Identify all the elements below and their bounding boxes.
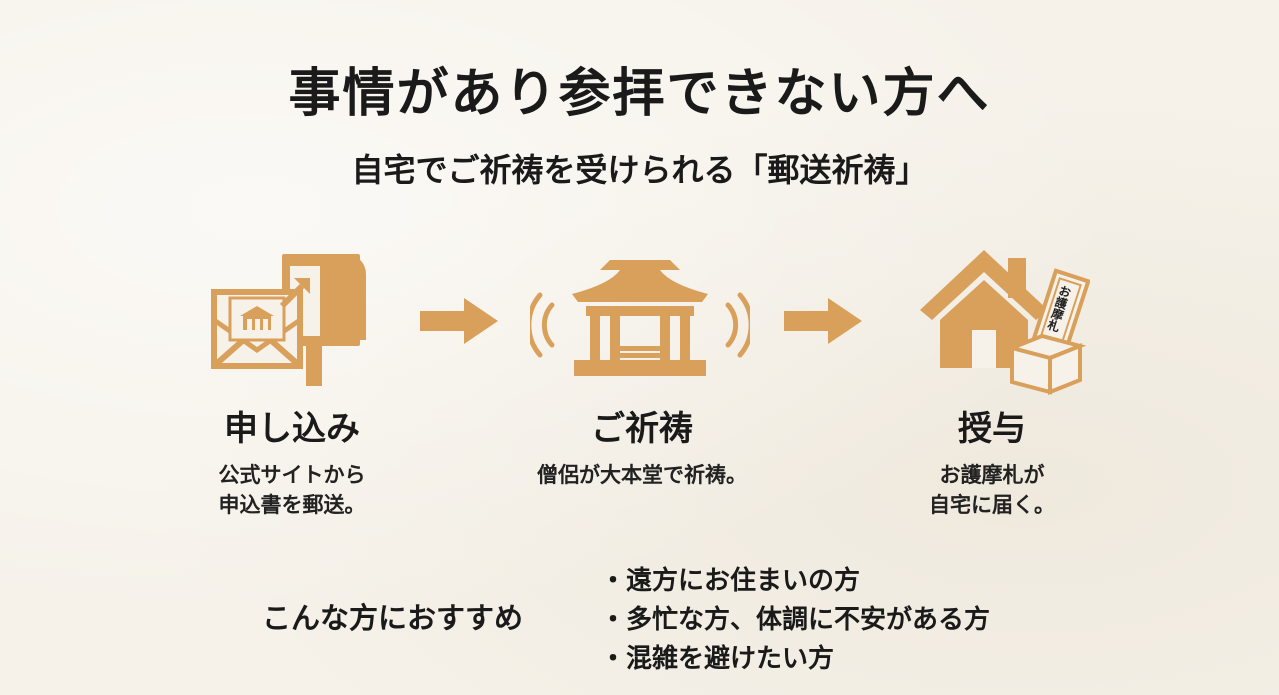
step-title-delivery: 授与 [958,409,1026,449]
step-desc-line: 自宅に届く。 [929,493,1055,517]
arrow-right-icon [784,298,862,344]
house-amulet-icon: お護摩札 [910,240,1090,395]
step-desc-line: お護摩札が [939,463,1045,487]
recommend-label: こんな方におすすめ [262,601,524,635]
recommend-list: ・遠方にお住まいの方 ・多忙な方、体調に不安がある方 ・混雑を避けたい方 [600,562,990,679]
page-subtitle: 自宅でご祈祷を受けられる「郵送祈祷」 [351,151,928,189]
list-item: ・多忙な方、体調に不安がある方 [600,605,991,635]
list-item: ・遠方にお住まいの方 [600,566,861,596]
step-desc-line: 公式サイトから [218,463,366,487]
temple-icon [530,260,750,376]
step-title-apply: 申し込み [224,409,360,449]
step-title-prayer: ご祈祷 [591,409,693,449]
step-desc-delivery: お護摩札が 自宅に届く。 [842,460,1142,520]
step-desc-prayer: 僧侶が大本堂で祈祷。 [492,460,792,490]
list-item: ・混雑を避けたい方 [600,644,835,674]
step-desc-apply: 公式サイトから 申込書を郵送。 [142,460,442,520]
arrow-right-icon [420,298,498,344]
step-desc-line: 申込書を郵送。 [218,493,366,517]
page-title: 事情があり参拝できない方へ [288,63,991,124]
step-desc-line: 僧侶が大本堂で祈祷。 [537,463,747,487]
envelope-mailbox-icon [211,254,366,386]
